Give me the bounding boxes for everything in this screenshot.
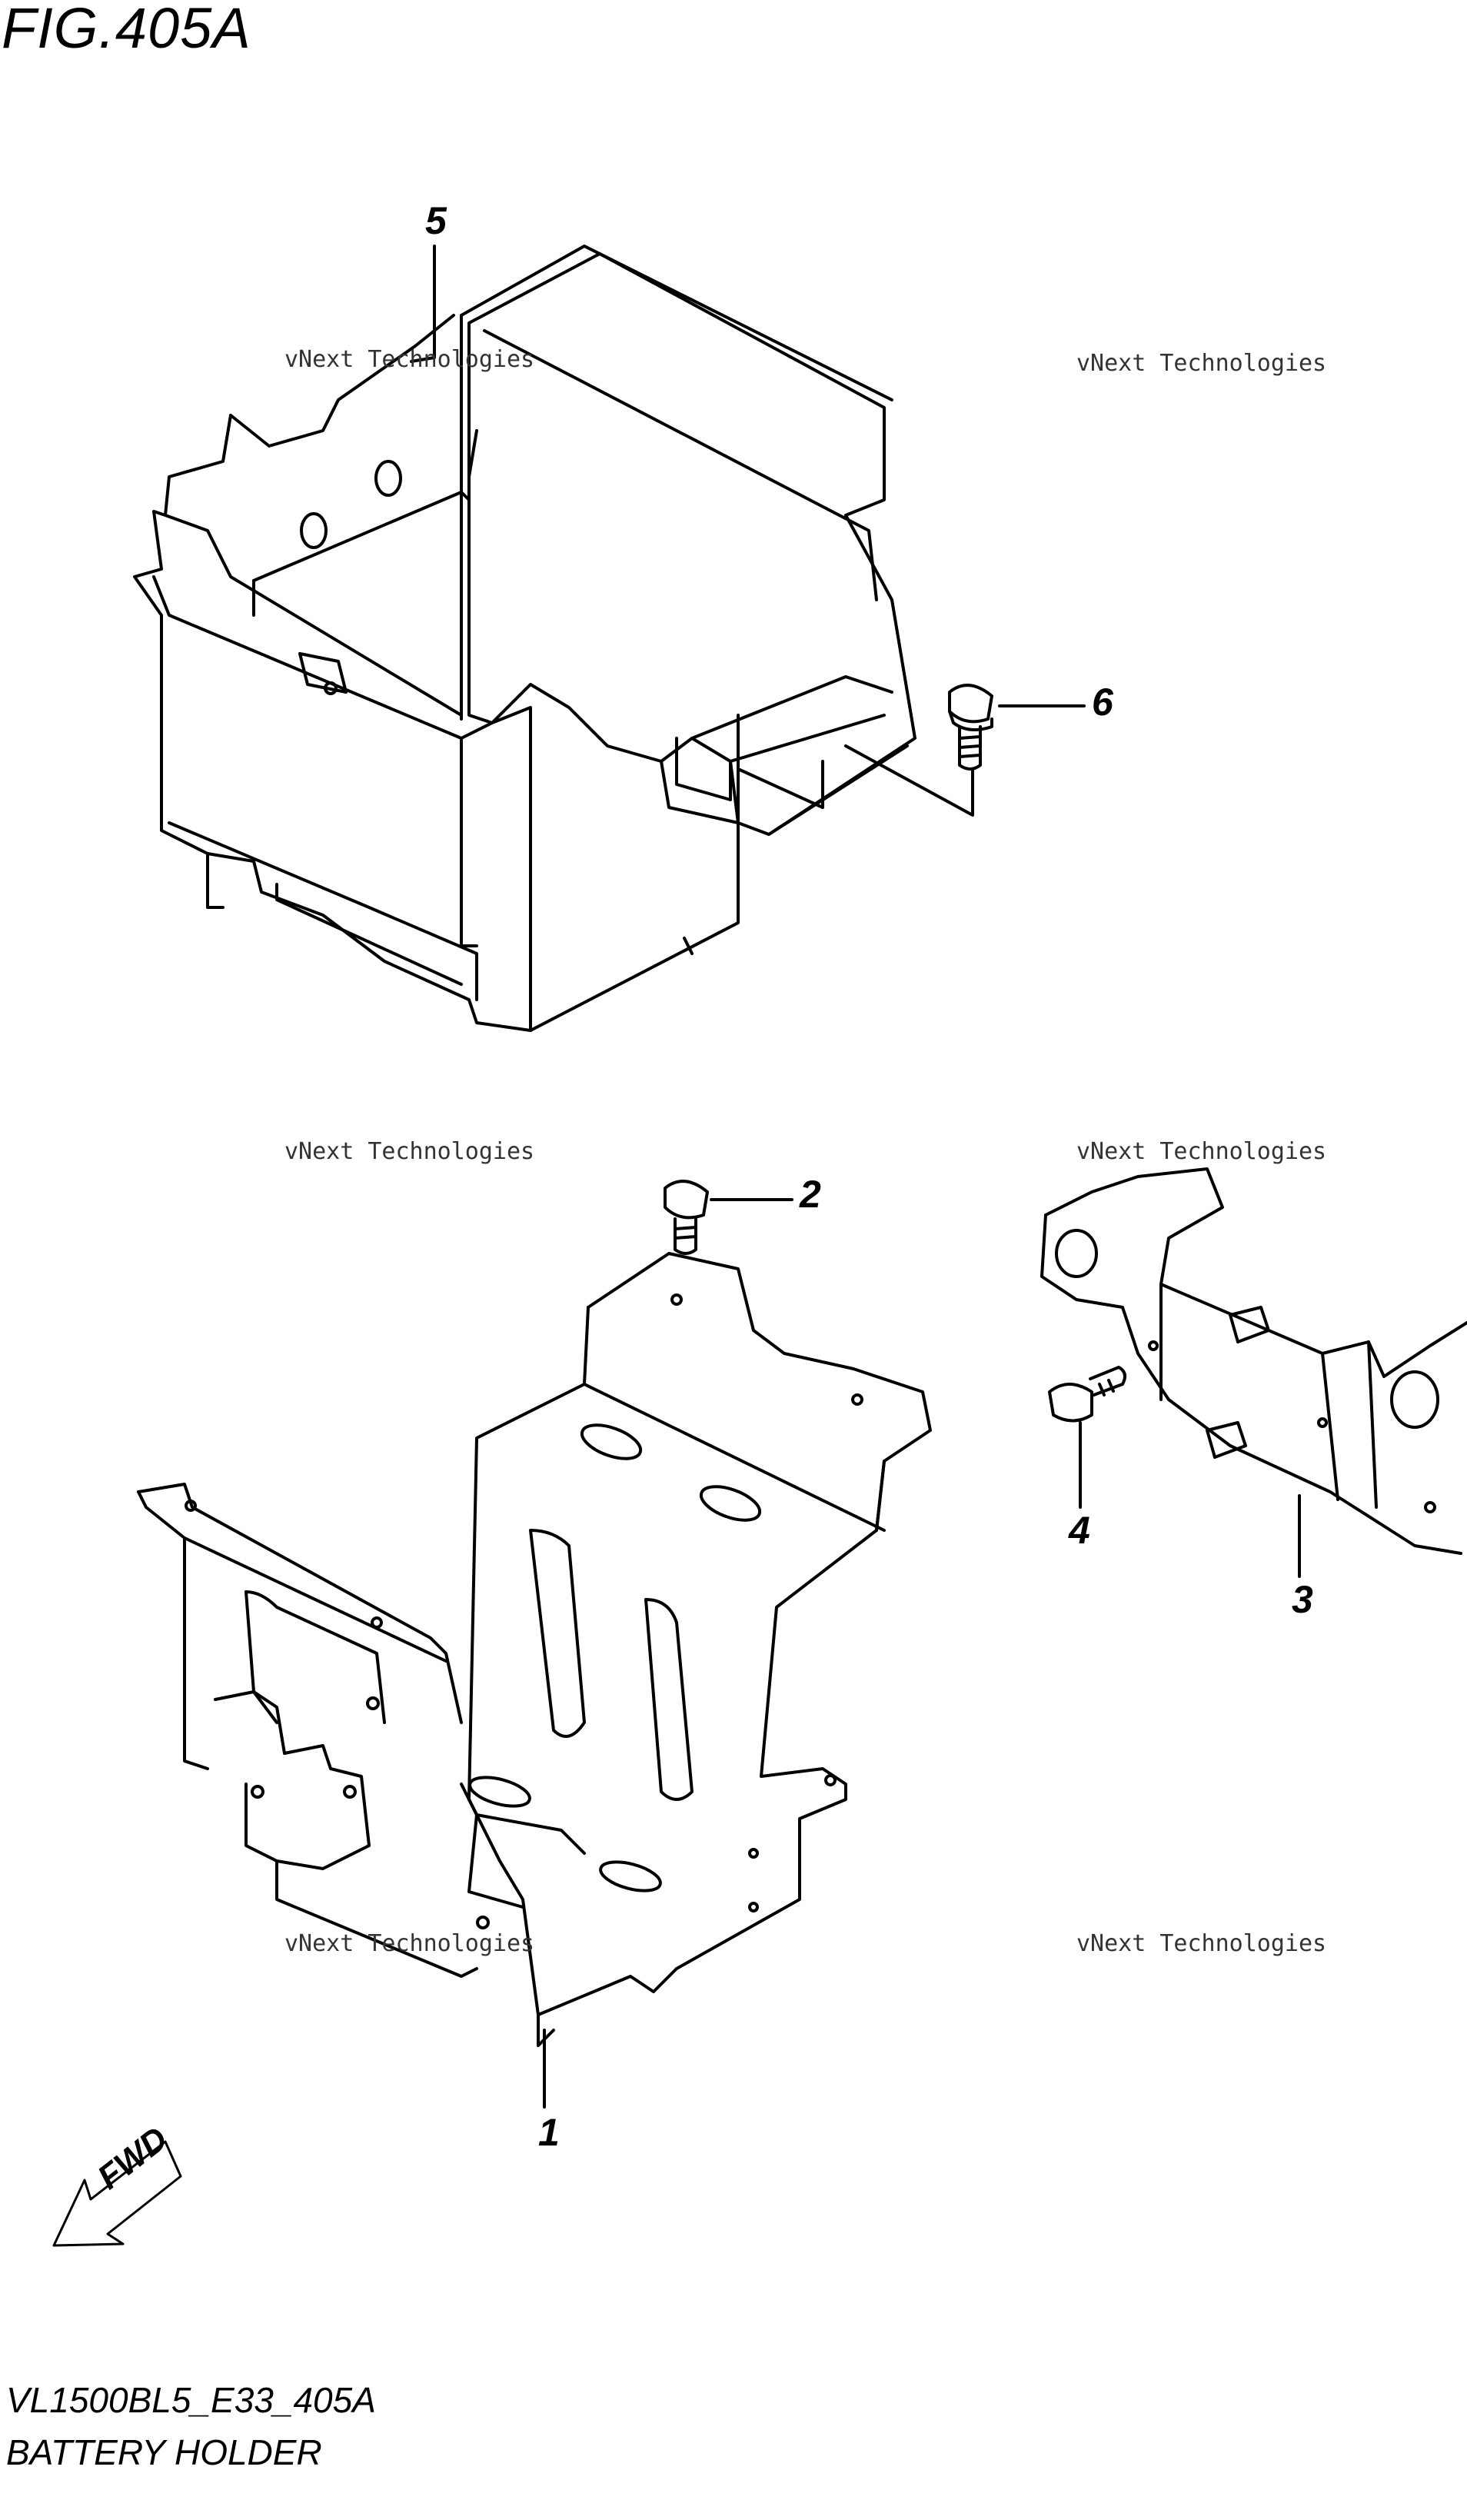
watermark: vNext Technologies (284, 1930, 535, 1957)
leader-line-6b (844, 744, 974, 817)
battery-tray-part-1 (137, 1252, 932, 2047)
callout-4: 4 (1069, 1509, 1090, 1552)
watermark: vNext Technologies (284, 346, 535, 373)
callout-5: 5 (425, 199, 447, 242)
model-code: VL1500BL5_E33_405A (6, 2380, 376, 2420)
watermark: vNext Technologies (1076, 350, 1327, 377)
figure-caption: BATTERY HOLDER (6, 2432, 322, 2472)
callout-1: 1 (538, 2111, 560, 2154)
watermark: vNext Technologies (284, 1138, 535, 1165)
bolt-part-2 (664, 1180, 709, 1255)
callout-6: 6 (1092, 681, 1113, 724)
watermark: vNext Technologies (1076, 1930, 1327, 1957)
callout-2: 2 (800, 1173, 821, 1216)
bracket-part-3 (1040, 1167, 1467, 1555)
leader-line-5 (410, 245, 436, 363)
callout-3: 3 (1292, 1578, 1313, 1621)
battery-case-part-5 (133, 245, 916, 1032)
bolt-part-6 (948, 684, 993, 771)
arrow-down-left-icon (52, 2140, 182, 2247)
watermark: vNext Technologies (1076, 1138, 1327, 1165)
figure-title: FIG.405A (2, 0, 251, 60)
bolt-part-4 (1048, 1366, 1127, 1423)
